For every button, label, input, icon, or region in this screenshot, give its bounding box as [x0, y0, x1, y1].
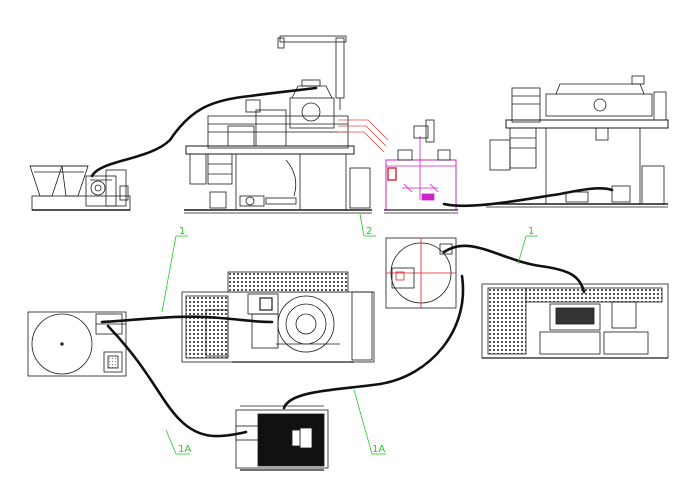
hose-pump-to-mixer-plan — [282, 274, 465, 410]
mixing-tank-plan — [385, 237, 457, 309]
hose-connections — [90, 86, 614, 438]
side-elevation-row — [29, 35, 669, 214]
label-side-view-1: 1 — [179, 226, 185, 237]
label-plan-left: 1A — [178, 444, 191, 455]
hose-tank-to-pump-plan — [106, 324, 248, 438]
callouts — [161, 213, 538, 455]
mixing-tank-elevation — [384, 119, 458, 214]
label-side-view-3: 1 — [528, 226, 534, 237]
hose-hopper-to-centrifuge — [90, 86, 318, 178]
label-plan-center: 1A — [372, 444, 385, 455]
decanter-skid-elevation — [486, 75, 669, 208]
centrifuge-skid-plan — [181, 271, 375, 363]
centrifuge-skid-elevation — [184, 35, 389, 214]
hose-mixer-to-decanter-plan — [442, 244, 586, 294]
plan-view-row — [27, 237, 669, 471]
decanter-skid-plan — [481, 283, 669, 359]
label-side-view-2: 2 — [366, 226, 372, 237]
tank-plan-left — [27, 311, 127, 377]
hose-mixer-to-decanter — [442, 187, 614, 208]
pump-unit-plan — [235, 405, 329, 471]
feed-hopper-elevation — [29, 165, 131, 211]
callout-labels: 1 2 1 1A 1A — [178, 226, 534, 455]
hose-tank-to-centrifuge-plan — [100, 315, 274, 324]
